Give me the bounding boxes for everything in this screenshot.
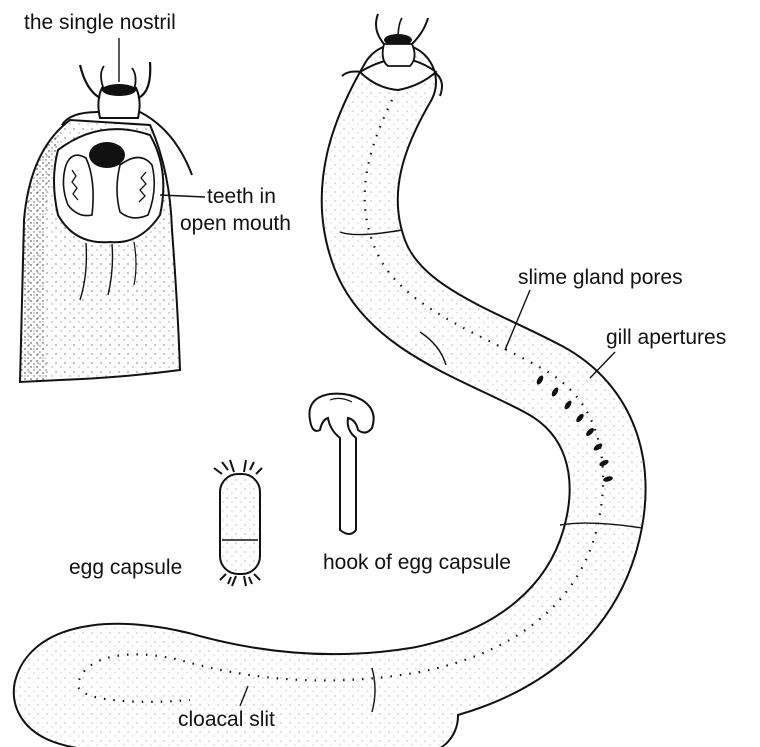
label-cloacal-slit: cloacal slit	[178, 708, 275, 732]
teeth-right-plate	[117, 158, 154, 218]
gill-leader-line	[590, 352, 615, 378]
label-slime-gland-pores: slime gland pores	[518, 266, 683, 290]
egg-capsule	[214, 460, 262, 586]
label-gill-apertures: gill apertures	[606, 326, 726, 350]
label-egg-capsule: egg capsule	[69, 556, 182, 580]
hook-of-egg-capsule	[309, 394, 373, 534]
label-hook-of-egg-capsule: hook of egg capsule	[323, 551, 511, 575]
label-teeth-line1: teeth in	[207, 185, 276, 209]
label-teeth-line2: open mouth	[180, 212, 291, 236]
head-closeup	[20, 38, 205, 382]
label-single-nostril: the single nostril	[24, 11, 176, 35]
